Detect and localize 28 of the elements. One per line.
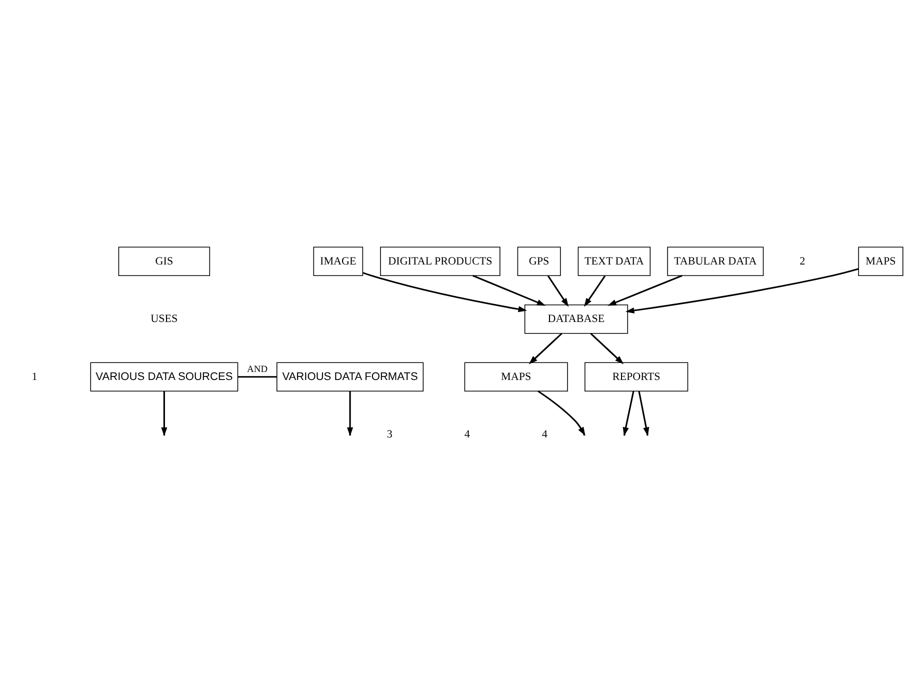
connector [238, 376, 277, 378]
label: 2 [800, 255, 806, 268]
arrow [528, 332, 562, 364]
node-box: VARIOUS DATA FORMATS [276, 362, 424, 392]
label: 1 [32, 370, 38, 383]
node-box: TEXT DATA [578, 246, 651, 276]
arrow [625, 268, 859, 314]
node-box: TABULAR DATA [667, 246, 764, 276]
node-box: IMAGE [313, 246, 364, 276]
label: USES [150, 313, 178, 326]
node-box: DATABASE [524, 304, 628, 334]
edge-label: AND [247, 364, 268, 375]
node-box: DIGITAL PRODUCTS [380, 246, 500, 276]
arrow [608, 274, 682, 306]
arrow [547, 275, 569, 307]
node-box: MAPS [464, 362, 568, 392]
arrow [362, 272, 528, 312]
arrow [584, 275, 606, 307]
label: 4 [542, 428, 548, 441]
node-box: GIS [118, 246, 210, 276]
node-box: MAPS [858, 246, 904, 276]
arrow [590, 332, 624, 364]
node-box: REPORTS [584, 362, 688, 392]
arrow [472, 274, 546, 306]
label: 3 [386, 428, 392, 441]
label: 4 [464, 428, 470, 441]
node-box: VARIOUS DATA SOURCES [90, 362, 238, 392]
node-box: GPS [517, 246, 561, 276]
